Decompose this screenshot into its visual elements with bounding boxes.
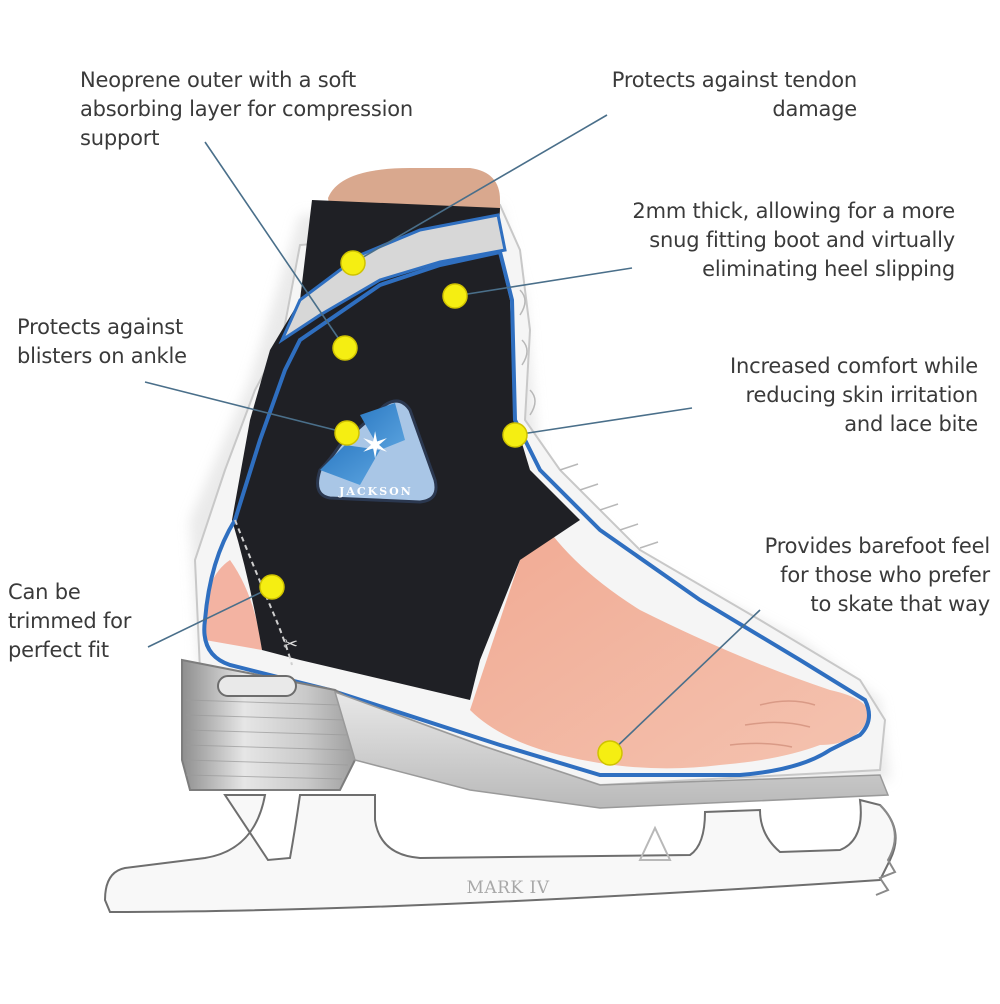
leader-barefoot — [609, 609, 761, 754]
star-icon: ✶ — [360, 426, 390, 467]
leader-neoprene — [204, 141, 346, 349]
leader-blisters — [144, 381, 348, 434]
callout-tendon: Protects against tendon damage — [611, 68, 857, 121]
leader-lines — [144, 114, 761, 754]
boot-collar — [278, 213, 507, 345]
sole — [333, 690, 890, 809]
logo-text: JACKSON — [338, 485, 413, 498]
marker-trim — [259, 574, 285, 600]
marker-tendon — [340, 250, 366, 276]
marker-comfort — [502, 422, 528, 448]
callout-comfort: Increased comfort while reducing skin ir… — [730, 354, 978, 436]
marker-barefoot — [597, 740, 623, 766]
leg-top — [328, 168, 500, 212]
trim-guide-line — [234, 519, 293, 666]
marker-neoprene — [332, 335, 358, 361]
callout-thickness: 2mm thick, allowing for a more snug fitt… — [632, 199, 955, 281]
toes — [729, 700, 816, 748]
blade-logo-icon — [638, 825, 672, 861]
leader-trim — [147, 586, 273, 648]
heel-badge — [217, 675, 297, 697]
leader-tendon — [352, 114, 608, 264]
leader-thickness — [454, 267, 633, 297]
blade-model-text: MARK IV — [466, 878, 549, 898]
liner-outline — [202, 249, 871, 777]
foot — [470, 500, 869, 769]
callout-trim: Can be trimmed for perfect fit — [8, 580, 132, 662]
callout-barefoot: Provides barefoot feel for those who pre… — [764, 534, 991, 616]
marker-thickness — [442, 283, 468, 309]
jackson-logo: ✶ JACKSON — [316, 399, 438, 504]
markers — [259, 250, 623, 766]
lace-eyelets — [519, 289, 659, 549]
callout-blisters: Protects against blisters on ankle — [17, 315, 187, 368]
blade-toe-pick — [875, 804, 897, 896]
callout-neoprene: Neoprene outer with a soft absorbing lay… — [80, 68, 413, 150]
scissors-icon: ✂ — [283, 634, 298, 655]
heel-ridges — [185, 699, 351, 780]
leader-comfort — [514, 407, 693, 436]
marker-blisters — [334, 420, 360, 446]
